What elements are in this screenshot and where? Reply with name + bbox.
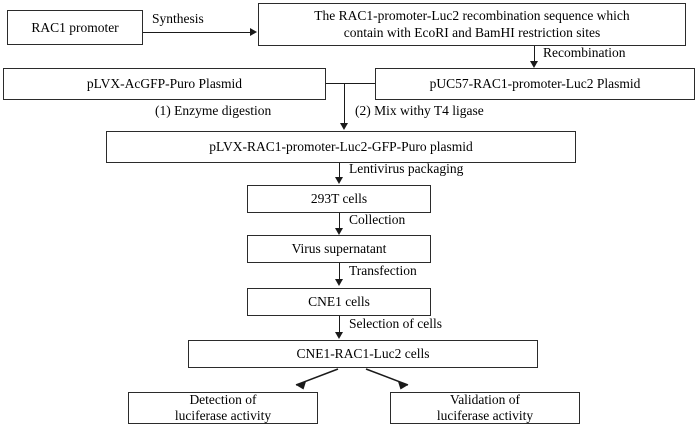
node-plvx-rac1-plasmid-label: pLVX-RAC1-promoter-Luc2-GFP-Puro plasmid <box>209 139 473 155</box>
edge-synthesis-arrowhead <box>250 27 257 36</box>
edge-branch-right-arrowhead <box>398 381 408 390</box>
edge-branch-left-line <box>295 368 339 386</box>
edge-selection-arrowhead <box>334 332 343 339</box>
edge-plasmid-join-left <box>326 83 344 84</box>
edge-label-selection-of-cells: Selection of cells <box>349 316 442 331</box>
edge-plasmid-join-right <box>344 83 375 84</box>
edge-collection-line <box>339 213 340 229</box>
node-293t-cells-label: 293T cells <box>310 191 368 207</box>
node-puc57-plasmid-label: pUC57-RAC1-promoter-Luc2 Plasmid <box>429 76 641 92</box>
edge-lentivirus-arrowhead <box>334 177 343 184</box>
node-puc57-plasmid[interactable]: pUC57-RAC1-promoter-Luc2 Plasmid <box>375 68 695 100</box>
node-detection-luciferase-activity[interactable]: Detection of luciferase activity <box>128 392 318 424</box>
edge-label-lentivirus-packaging: Lentivirus packaging <box>349 161 464 176</box>
edge-collection-arrowhead <box>334 228 343 235</box>
edge-synthesis-line <box>143 32 251 33</box>
node-plvx-acgfp-puro-plasmid-label: pLVX-AcGFP-Puro Plasmid <box>86 76 243 92</box>
edge-ligation-line <box>344 83 345 124</box>
edge-transfection-arrowhead <box>334 279 343 286</box>
edge-label-mix-t4-ligase: (2) Mix withy T4 ligase <box>355 103 484 118</box>
edge-branch-left-arrowhead <box>296 381 306 390</box>
edge-ligation-arrowhead <box>339 123 348 130</box>
edge-branch-right-line <box>365 368 409 386</box>
node-virus-supernatant[interactable]: Virus supernatant <box>247 235 431 263</box>
node-rac1-promoter-label: RAC1 promoter <box>31 19 119 35</box>
node-validation-luciferase-activity[interactable]: Validation of luciferase activity <box>390 392 580 424</box>
node-cne1-cells-label: CNE1 cells <box>308 294 370 310</box>
node-recombination-sequence-line1: The RAC1-promoter-Luc2 recombination seq… <box>314 8 630 24</box>
edge-label-synthesis: Synthesis <box>152 11 204 26</box>
node-cne1-rac1-luc2-cells-label: CNE1-RAC1-Luc2 cells <box>296 346 430 362</box>
node-recombination-sequence-line2: contain with EcoRI and BamHI restriction… <box>343 24 601 40</box>
edge-label-collection: Collection <box>349 212 406 227</box>
edge-transfection-line <box>339 263 340 280</box>
node-detection-line1: Detection of <box>189 391 257 407</box>
node-rac1-promoter[interactable]: RAC1 promoter <box>7 10 143 45</box>
edge-label-recombination: Recombination <box>543 45 626 60</box>
edge-label-enzyme-digestion: (1) Enzyme digestion <box>155 103 272 118</box>
node-validation-line2: luciferase activity <box>436 408 534 423</box>
edge-lentivirus-line <box>339 163 340 178</box>
node-virus-supernatant-label: Virus supernatant <box>291 241 387 257</box>
node-293t-cells[interactable]: 293T cells <box>247 185 431 213</box>
node-plvx-rac1-plasmid[interactable]: pLVX-RAC1-promoter-Luc2-GFP-Puro plasmid <box>106 131 576 163</box>
edge-selection-line <box>339 316 340 333</box>
edge-recombination-line <box>534 46 535 62</box>
node-plvx-acgfp-puro-plasmid[interactable]: pLVX-AcGFP-Puro Plasmid <box>3 68 326 100</box>
node-cne1-rac1-luc2-cells[interactable]: CNE1-RAC1-Luc2 cells <box>188 340 538 368</box>
edge-label-transfection: Transfection <box>349 263 417 278</box>
node-cne1-cells[interactable]: CNE1 cells <box>247 288 431 316</box>
node-recombination-sequence[interactable]: The RAC1-promoter-Luc2 recombination seq… <box>258 3 686 46</box>
node-validation-line1: Validation of <box>449 391 521 407</box>
node-detection-line2: luciferase activity <box>174 408 272 423</box>
edge-recombination-arrowhead <box>529 61 538 68</box>
